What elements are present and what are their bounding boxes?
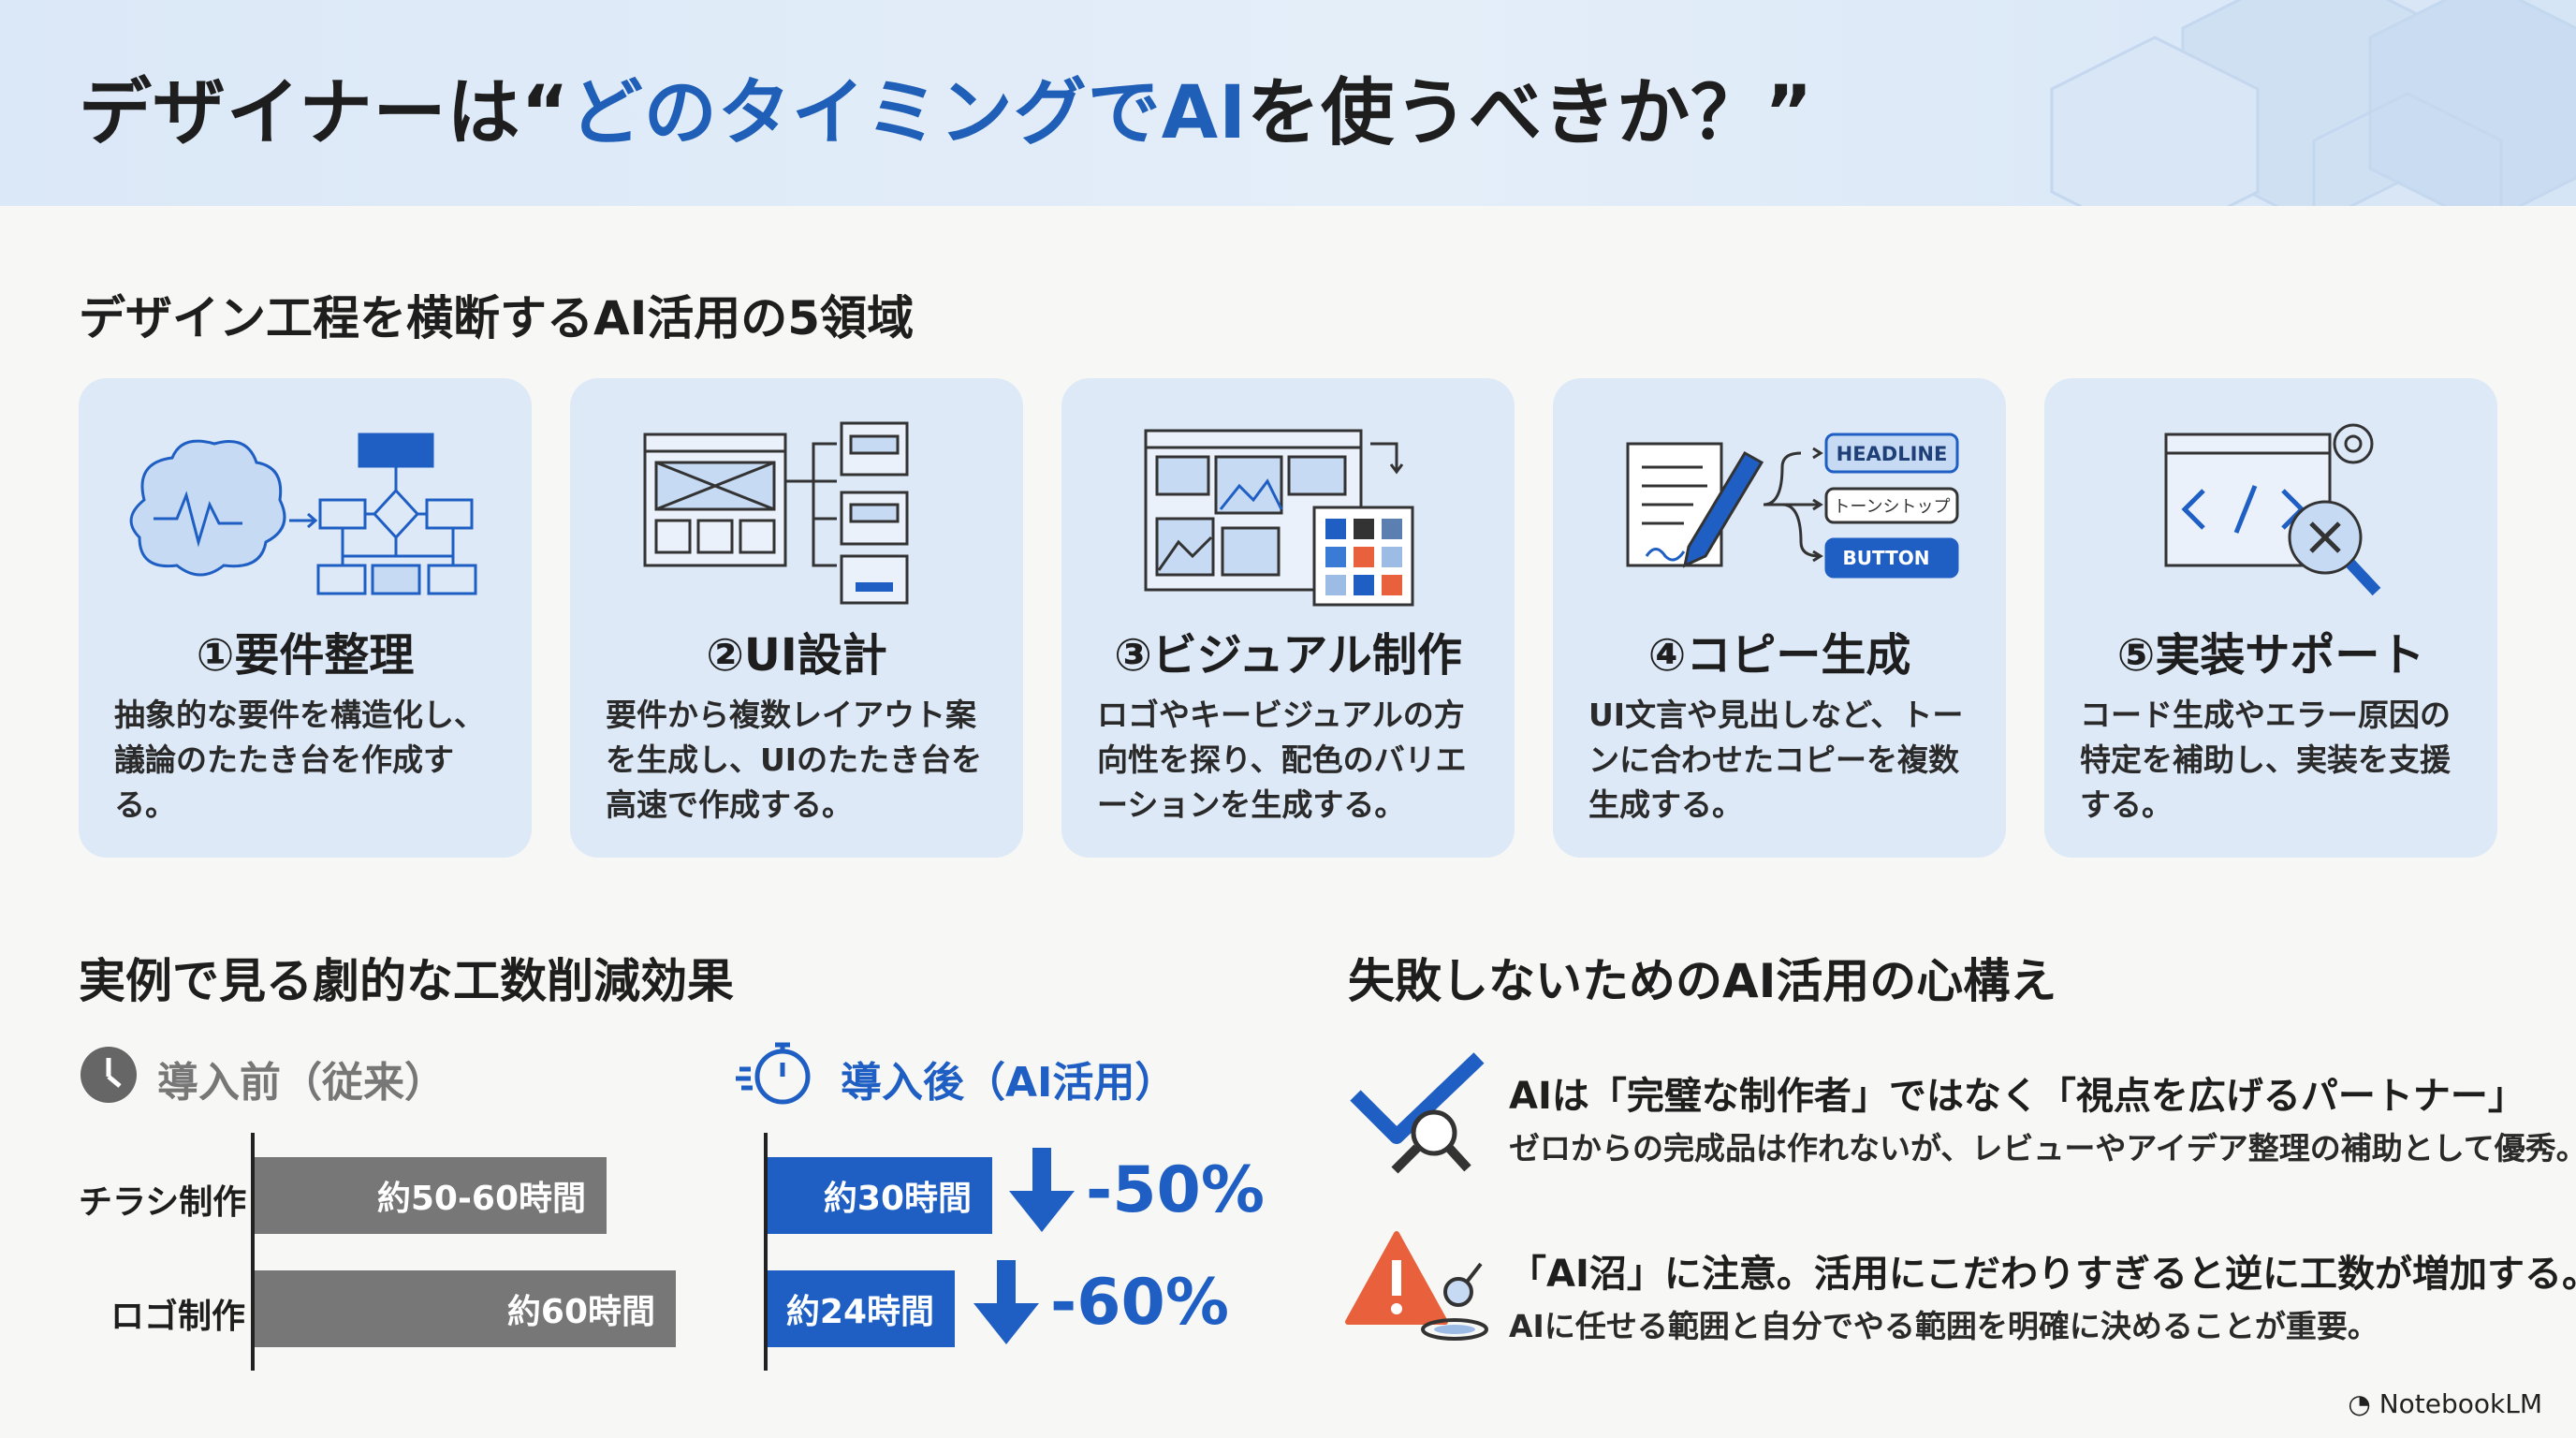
bar-before-logo: 約60時間 bbox=[255, 1270, 676, 1347]
chip-tone: トーンシトップ bbox=[1833, 497, 1950, 517]
card-description: 要件から複数レイアウト案を生成し、UIのたたき台を高速で作成する。 bbox=[606, 697, 983, 823]
page-title: デザイナーは“どのタイミングでAIを使うべきか？” bbox=[79, 71, 1814, 155]
tip-description: AIに任せる範囲と自分でやる範囲を明確に決めることが重要。 bbox=[1509, 1308, 2378, 1344]
tip-title: AIは「完璧な制作者」ではなく「視点を広げるパートナー」 bbox=[1509, 1075, 2525, 1118]
after-axis bbox=[764, 1133, 768, 1371]
after-legend-label: 導入後（AI活用） bbox=[841, 1059, 1177, 1107]
effects-section-title: 実例で見る劇的な工数削減効果 bbox=[79, 954, 734, 1008]
before-axis bbox=[251, 1133, 255, 1371]
header-band: デザイナーは“どのタイミングでAIを使うべきか？” bbox=[0, 0, 2576, 206]
tip-title: 「AI沼」に注意。活用にこだわりすぎると逆に工数が増加する。 bbox=[1509, 1253, 2576, 1296]
card-title: ③ビジュアル制作 bbox=[1114, 629, 1462, 682]
card-title: ④コピー生成 bbox=[1647, 629, 1911, 682]
card-description: UI文言や見出しなど、トーンに合わせたコピーを複数生成する。 bbox=[1588, 697, 1964, 823]
bar-after-flyer: 約30時間 bbox=[768, 1157, 992, 1234]
brain-flowchart-icon bbox=[129, 433, 477, 595]
stopwatch-icon bbox=[736, 1042, 811, 1105]
reduction-flyer: -50% bbox=[1086, 1153, 1265, 1227]
card-description: ロゴやキービジュアルの方向性を探り、配色のバリエーションを生成する。 bbox=[1097, 697, 1467, 823]
page-title-highlight: どのタイミングでAI bbox=[569, 71, 1248, 155]
bar-before-flyer: 約50-60時間 bbox=[255, 1157, 607, 1234]
card-visual: ③ビジュアル制作 ロゴやキービジュアルの方向性を探り、配色のバリエーションを生成… bbox=[1061, 378, 1515, 858]
card-description: コード生成やエラー原因の特定を補助し、実装を支援する。 bbox=[2080, 697, 2451, 823]
card-copy: HEADLINE トーンシトップ BUTTON ④コピー生成 UI文言や見出しな… bbox=[1553, 378, 2006, 858]
pen-copy-icon: HEADLINE トーンシトップ BUTTON bbox=[1626, 433, 1959, 579]
areas-section-title: デザイン工程を横断するAI活用の5領域 bbox=[79, 291, 915, 345]
mindset-section-title: 失敗しないためのAI活用の心構え bbox=[1348, 954, 2057, 1008]
tip-description: ゼロからの完成品は作れないが、レビューやアイデア整理の補助として優秀。 bbox=[1509, 1130, 2576, 1167]
bar-after-logo: 約24時間 bbox=[768, 1270, 955, 1347]
row-label-flyer: チラシ制作 bbox=[79, 1183, 247, 1222]
arrow-down-icon bbox=[973, 1260, 1039, 1344]
chip-button: BUTTON bbox=[1843, 547, 1930, 569]
card-ui-design: ②UI設計 要件から複数レイアウト案を生成し、UIのたたき台を高速で作成する。 bbox=[570, 378, 1023, 858]
brand-footer: ◔ NotebookLM bbox=[2348, 1388, 2542, 1419]
code-debug-icon bbox=[2164, 423, 2381, 596]
clock-icon bbox=[80, 1047, 137, 1103]
check-magnifier-icon bbox=[1350, 1052, 1485, 1174]
notebook-icon: ◔ bbox=[2348, 1388, 2379, 1419]
reduction-logo: -60% bbox=[1050, 1266, 1229, 1340]
image-palette-icon bbox=[1144, 429, 1414, 607]
card-title: ⑤実装サポート bbox=[2116, 629, 2425, 682]
before-legend-label: 導入前（従来） bbox=[157, 1059, 446, 1107]
card-description: 抽象的な要件を構造化し、議論のたたき台を作成する。 bbox=[114, 697, 485, 823]
card-title: ①要件整理 bbox=[196, 629, 415, 682]
card-requirements: ①要件整理 抽象的な要件を構造化し、議論のたたき台を作成する。 bbox=[79, 378, 532, 858]
wireframe-layouts-icon bbox=[643, 421, 909, 605]
card-implementation: ⑤実装サポート コード生成やエラー原因の特定を補助し、実装を支援する。 bbox=[2044, 378, 2497, 858]
chip-headline: HEADLINE bbox=[1837, 443, 1948, 465]
warning-drowning-icon bbox=[1345, 1231, 1488, 1341]
row-label-logo: ロゴ制作 bbox=[110, 1298, 246, 1336]
card-title: ②UI設計 bbox=[706, 629, 887, 682]
hexagon-pattern-decoration bbox=[2050, 0, 2576, 206]
arrow-down-icon bbox=[1009, 1148, 1075, 1232]
